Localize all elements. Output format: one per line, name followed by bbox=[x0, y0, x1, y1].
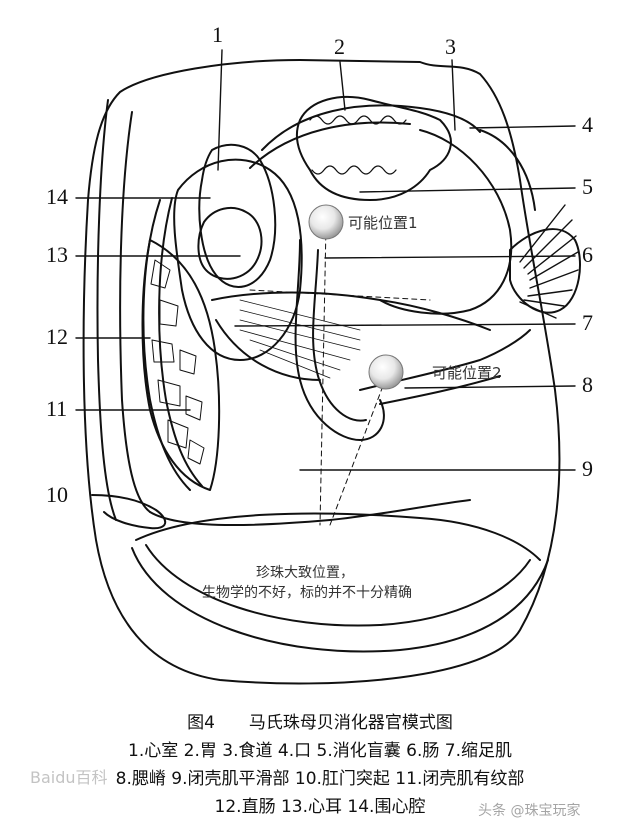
label-number: 8 bbox=[582, 372, 593, 397]
pearl-position-1-label: 可能位置1 bbox=[348, 214, 418, 232]
watermark-right: 头条 @珠宝玩家 bbox=[478, 803, 581, 819]
label-number: 13 bbox=[46, 242, 68, 267]
label-number: 3 bbox=[445, 34, 456, 59]
legend-line-2: 8.腮嵴 9.闭壳肌平滑部 10.肛门突起 11.闭壳肌有纹部 bbox=[115, 769, 525, 789]
pearl-position-2-label: 可能位置2 bbox=[432, 364, 502, 382]
label-number: 7 bbox=[582, 310, 593, 335]
pearl-position-2 bbox=[368, 354, 404, 390]
label-number: 4 bbox=[582, 112, 593, 137]
label-number: 14 bbox=[46, 184, 68, 209]
legend-line-1: 1.心室 2.胃 3.食道 4.口 5.消化盲囊 6.肠 7.缩足肌 bbox=[128, 741, 512, 761]
shell-outline bbox=[82, 59, 561, 685]
watermark-left: Baidu百科 bbox=[30, 768, 108, 787]
label-number: 11 bbox=[46, 396, 68, 421]
pearl-position-1 bbox=[308, 204, 344, 240]
anatomy-diagram bbox=[75, 49, 581, 685]
label-number: 12 bbox=[46, 324, 68, 349]
label-number: 5 bbox=[582, 174, 593, 199]
label-number: 10 bbox=[46, 482, 68, 507]
legend-line-3: 12.直肠 13.心耳 14.围心腔 bbox=[214, 797, 426, 817]
label-number: 9 bbox=[582, 456, 593, 481]
pearl-note-line1: 珍珠大致位置， bbox=[256, 565, 354, 581]
label-number: 1 bbox=[212, 22, 223, 47]
figure-title: 图4 马氏珠母贝消化器官模式图 bbox=[187, 713, 453, 733]
pearl-note-line2: 生物学的不好，标的并不十分精确 bbox=[202, 585, 412, 601]
label-number: 2 bbox=[334, 34, 345, 59]
label-number: 6 bbox=[582, 242, 593, 267]
